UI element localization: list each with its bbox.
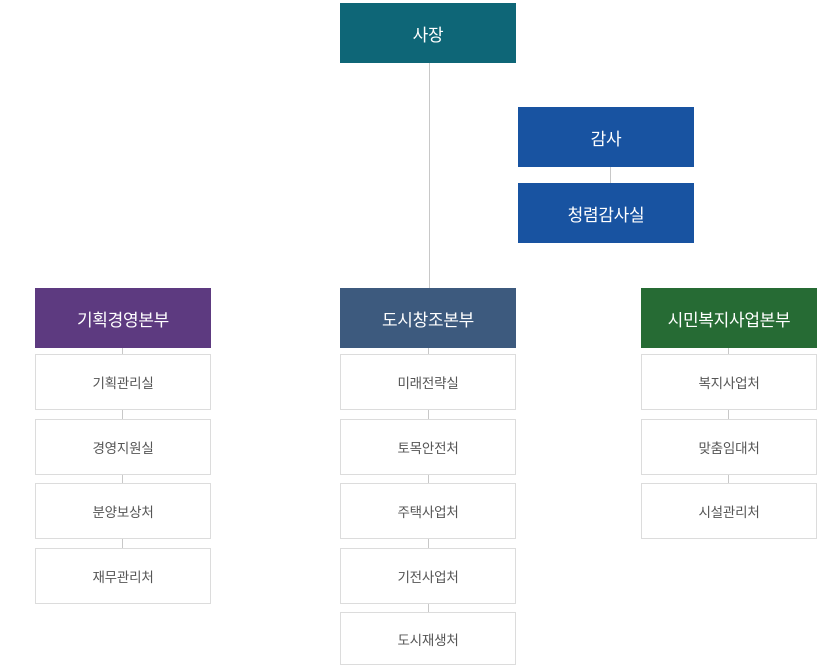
connector-audit-integrity xyxy=(610,165,611,184)
planning-unit: 분양보상처 xyxy=(35,483,211,539)
integrity-audit-office-box: 청렴감사실 xyxy=(518,183,694,243)
welfare-unit: 복지사업처 xyxy=(641,354,817,410)
urban-unit: 토목안전처 xyxy=(340,419,516,475)
president-box: 사장 xyxy=(340,3,516,63)
planning-unit: 재무관리처 xyxy=(35,548,211,604)
planning-unit: 기획관리실 xyxy=(35,354,211,410)
welfare-unit: 시설관리처 xyxy=(641,483,817,539)
audit-box: 감사 xyxy=(518,107,694,167)
urban-division-box: 도시창조본부 xyxy=(340,288,516,348)
planning-division-box: 기획경영본부 xyxy=(35,288,211,348)
urban-unit: 미래전략실 xyxy=(340,354,516,410)
urban-unit: 기전사업처 xyxy=(340,548,516,604)
connector-president-urban xyxy=(429,62,430,289)
planning-unit: 경영지원실 xyxy=(35,419,211,475)
urban-unit: 주택사업처 xyxy=(340,483,516,539)
welfare-unit: 맞춤임대처 xyxy=(641,419,817,475)
urban-unit: 도시재생처 xyxy=(340,612,516,665)
welfare-division-box: 시민복지사업본부 xyxy=(641,288,817,348)
